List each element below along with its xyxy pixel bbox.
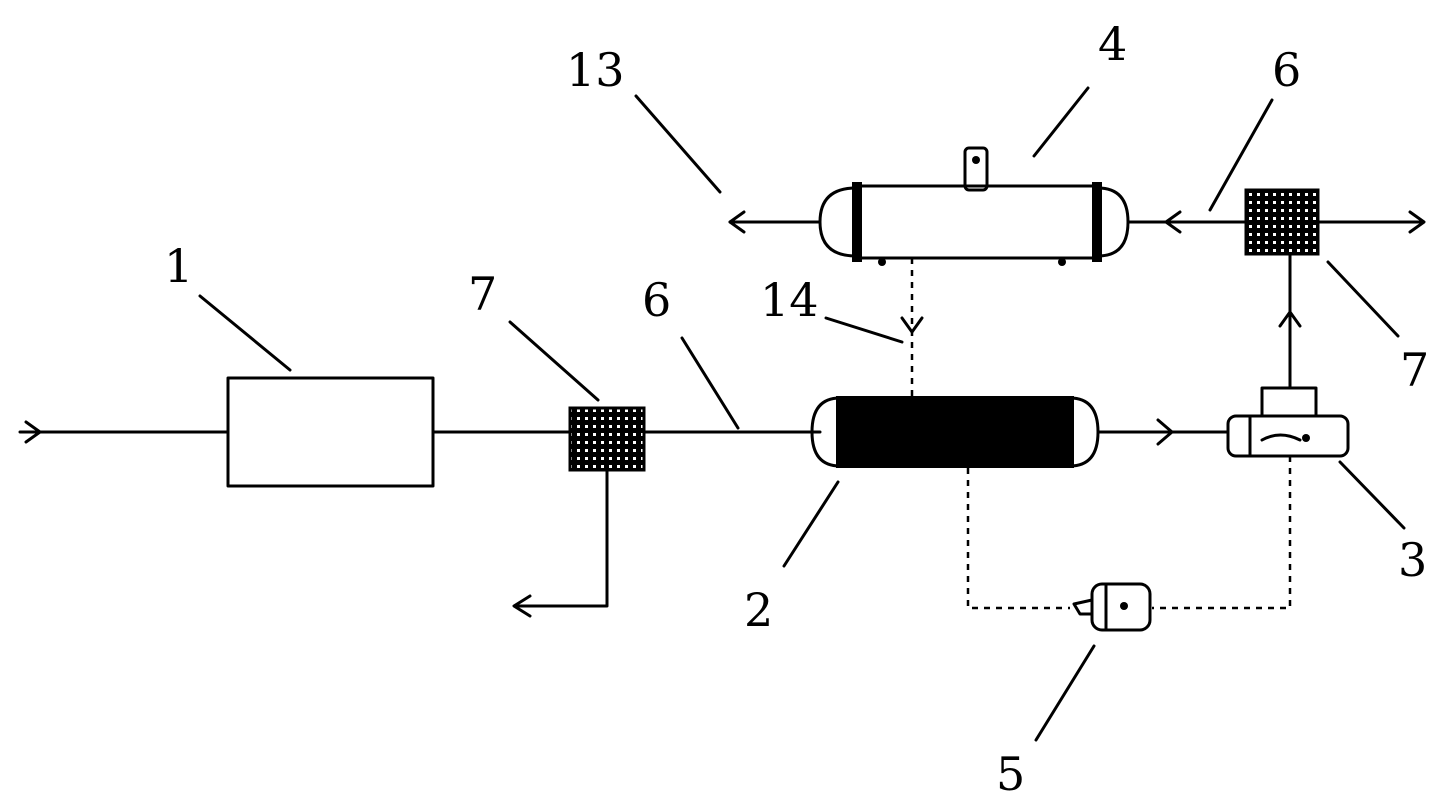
compressor-3 [1226, 386, 1350, 458]
label-6-lower: 6 [642, 273, 671, 327]
label-7-left: 7 [468, 267, 497, 321]
label-1: 1 [164, 239, 193, 293]
label-6-upper: 6 [1272, 43, 1301, 97]
leader-lines [198, 86, 1406, 742]
label-14: 14 [760, 273, 819, 327]
label-4: 4 [1098, 17, 1127, 71]
device-5 [1072, 582, 1152, 632]
label-5: 5 [996, 747, 1025, 801]
filter-7-right [1244, 188, 1320, 256]
drain-line-left [516, 468, 609, 608]
label-3: 3 [1398, 533, 1427, 587]
unit-1-box [226, 376, 435, 488]
label-2: 2 [744, 583, 773, 637]
vessel-4 [818, 146, 1130, 266]
dashed-control-line [966, 468, 1070, 610]
filter-7-left [568, 406, 646, 472]
label-13: 13 [566, 43, 625, 97]
label-7-right: 7 [1400, 343, 1429, 397]
inlet-line [18, 420, 230, 444]
vessel-2 [810, 396, 1100, 468]
